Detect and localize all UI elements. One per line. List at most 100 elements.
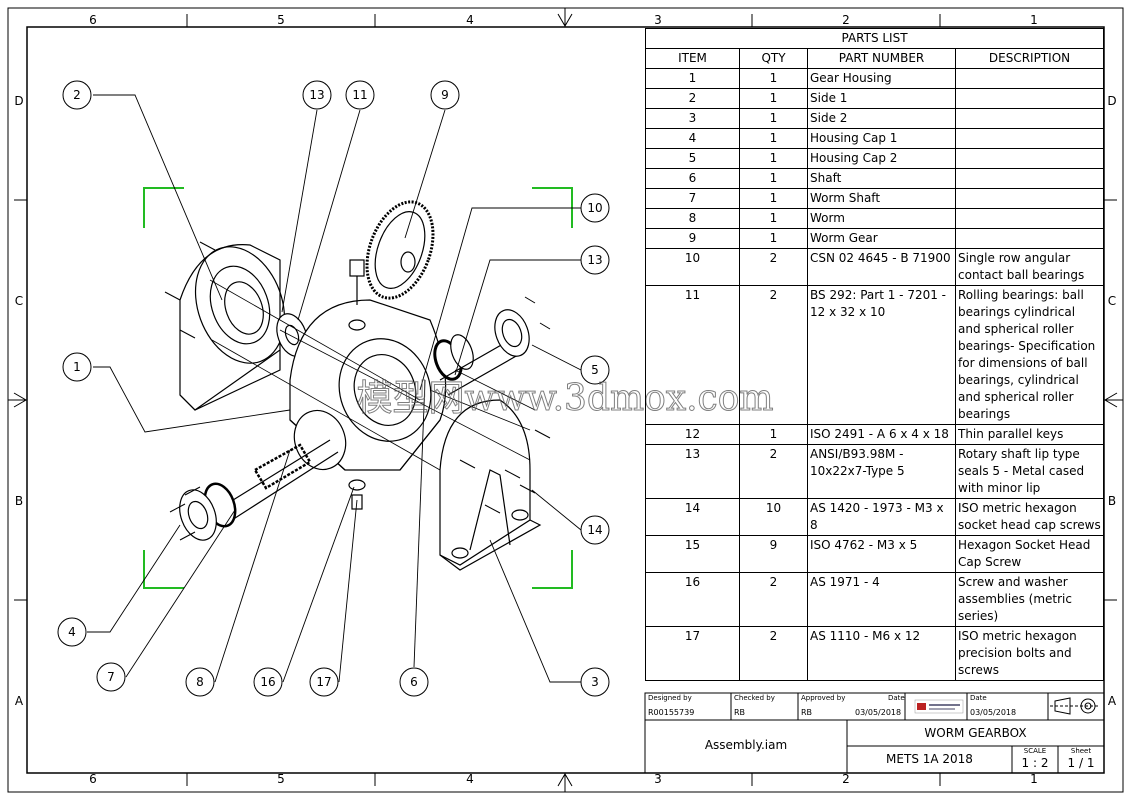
svg-text:7: 7	[107, 670, 115, 684]
date-label: Date	[970, 694, 987, 702]
zone-right-1: D	[1107, 94, 1116, 108]
university-logo	[914, 699, 964, 714]
balloon-1: 1	[62, 352, 92, 382]
parts-list-table: PARTS LIST ITEM QTY PART NUMBER DESCRIPT…	[644, 28, 1105, 681]
cell-description: ISO metric hexagon socket head cap screw…	[954, 498, 1105, 536]
cell-qty: 1	[739, 188, 808, 209]
date-value: 03/05/2018	[970, 708, 1017, 717]
checked-by-label: Checked by	[734, 694, 775, 702]
zone-top-2: 5	[277, 13, 285, 27]
cell-part-number: ISO 2491 - A 6 x 4 x 18	[807, 424, 956, 445]
approved-date-value: 03/05/2018	[855, 708, 902, 717]
svg-text:6: 6	[410, 675, 418, 689]
cell-qty: 2	[739, 248, 808, 286]
cell-part-number: CSN 02 4645 - B 71900	[807, 248, 956, 286]
svg-text:8: 8	[196, 675, 204, 689]
svg-text:13: 13	[309, 88, 324, 102]
cell-description: Hexagon Socket Head Cap Screw	[954, 535, 1105, 573]
cell-qty: 1	[739, 108, 808, 129]
title-block-lines	[644, 692, 1105, 774]
svg-text:3: 3	[591, 675, 599, 689]
zone-right-4: A	[1108, 694, 1117, 708]
designed-by-value: R00155739	[648, 708, 695, 717]
cell-qty: 1	[739, 228, 808, 249]
balloon-5: 5	[580, 355, 610, 385]
balloon-leaders	[87, 94, 582, 683]
svg-text:11: 11	[352, 88, 367, 102]
cell-item: 8	[645, 208, 740, 229]
svg-text:14: 14	[587, 523, 602, 537]
cell-qty: 1	[739, 168, 808, 189]
zone-left-2: C	[15, 294, 23, 308]
cell-part-number: Worm	[807, 208, 956, 229]
checked-by-value: RB	[734, 708, 746, 717]
zone-bottom-6: 1	[1030, 772, 1038, 786]
cell-qty: 1	[739, 424, 808, 445]
scale-label: SCALE	[1023, 747, 1047, 755]
cell-item: 5	[645, 148, 740, 169]
col-part-number: PART NUMBER	[807, 48, 956, 69]
cell-item: 11	[645, 285, 740, 425]
cell-qty: 9	[739, 535, 808, 573]
cell-description	[954, 108, 1105, 129]
col-item: ITEM	[645, 48, 740, 69]
exploded-assembly-view	[164, 200, 551, 571]
cell-item: 13	[645, 444, 740, 499]
balloon-6: 6	[399, 667, 429, 697]
balloon-9: 9	[430, 80, 460, 110]
balloon-16: 16	[253, 667, 283, 697]
approved-date-label: Date	[888, 694, 905, 702]
cell-part-number: Shaft	[807, 168, 956, 189]
cell-part-number: Worm Gear	[807, 228, 956, 249]
cell-item: 17	[645, 626, 740, 681]
cell-part-number: AS 1110 - M6 x 12	[807, 626, 956, 681]
cell-item: 14	[645, 498, 740, 536]
balloon-8: 8	[185, 667, 215, 697]
balloon-7: 7	[96, 662, 126, 692]
cell-item: 12	[645, 424, 740, 445]
centring-marks	[8, 8, 1123, 792]
zone-left-3: B	[15, 494, 23, 508]
zone-top-1: 6	[89, 13, 97, 27]
balloon-4: 4	[57, 617, 87, 647]
balloon-3: 3	[580, 667, 610, 697]
zone-left-1: D	[14, 94, 23, 108]
cell-item: 6	[645, 168, 740, 189]
cell-qty: 2	[739, 444, 808, 499]
approved-by-label: Approved by	[801, 694, 846, 702]
zone-right-2: C	[1108, 294, 1116, 308]
zone-bottom-1: 6	[89, 772, 97, 786]
cell-item: 2	[645, 88, 740, 109]
zone-top-6: 1	[1030, 13, 1038, 27]
cell-description	[954, 148, 1105, 169]
cell-part-number: BS 292: Part 1 - 7201 - 12 x 32 x 10	[807, 285, 956, 425]
cell-part-number: AS 1971 - 4	[807, 572, 956, 627]
balloon-13a: 13	[302, 80, 332, 110]
cell-description	[954, 228, 1105, 249]
zone-ticks	[14, 14, 1117, 786]
zone-bottom-2: 5	[277, 772, 285, 786]
cell-description: ISO metric hexagon precision bolts and s…	[954, 626, 1105, 681]
cell-description: Thin parallel keys	[954, 424, 1105, 445]
view-frame-corners	[143, 187, 573, 589]
balloon-17: 17	[309, 667, 339, 697]
balloon-14: 14	[580, 515, 610, 545]
zone-right-3: B	[1108, 494, 1116, 508]
cell-qty: 1	[739, 148, 808, 169]
zone-top-3: 4	[466, 13, 474, 27]
parts-list-title: PARTS LIST	[644, 28, 1105, 49]
designed-by-label: Designed by	[648, 694, 692, 702]
cell-item: 9	[645, 228, 740, 249]
